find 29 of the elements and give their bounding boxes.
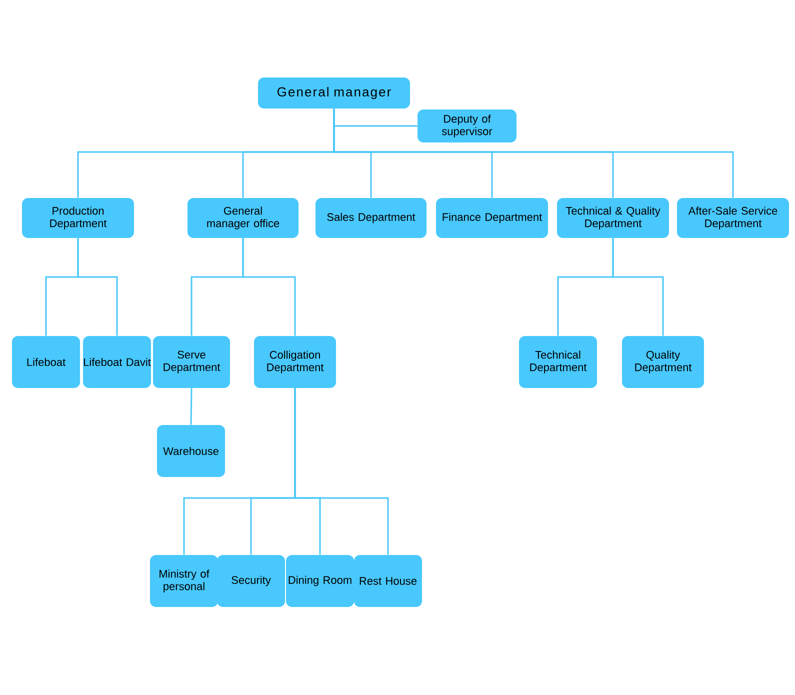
department-box: Ministry of personal — [150, 555, 218, 607]
department-box: General manager — [258, 78, 410, 108]
connector-line — [612, 238, 664, 336]
department-box: Lifeboat Davit — [83, 336, 151, 388]
connector-line — [242, 238, 296, 336]
node-label: Ministry of personal — [160, 570, 210, 592]
department-box: Technical Department — [519, 336, 597, 388]
department-box: General manager office — [188, 198, 298, 238]
department-box: Deputy of supervisor — [418, 110, 516, 142]
node-label: Dining Room — [288, 576, 352, 586]
department-box: Security — [217, 555, 285, 607]
connector-line — [333, 108, 734, 198]
department-box: After-Sale Service Department — [677, 198, 789, 238]
connector-line — [190, 388, 192, 425]
department-box: Rest House — [354, 555, 422, 607]
department-box: Colligation Department — [254, 336, 336, 388]
node-label: Security — [232, 576, 271, 586]
department-box: Lifeboat — [12, 336, 80, 388]
department-box: Production Department — [22, 198, 134, 238]
connector-line — [294, 388, 389, 555]
department-box: Quality Department — [622, 336, 704, 388]
department-box: Warehouse — [157, 425, 225, 477]
connector-line — [77, 238, 118, 336]
department-box: Serve Department — [153, 336, 230, 388]
department-box: Finance Department — [436, 198, 548, 238]
department-box: Technical & Quality Department — [557, 198, 669, 238]
department-box: Sales Department — [316, 198, 426, 238]
department-box: Dining Room — [286, 555, 354, 607]
node-label: Rest House — [360, 577, 417, 585]
